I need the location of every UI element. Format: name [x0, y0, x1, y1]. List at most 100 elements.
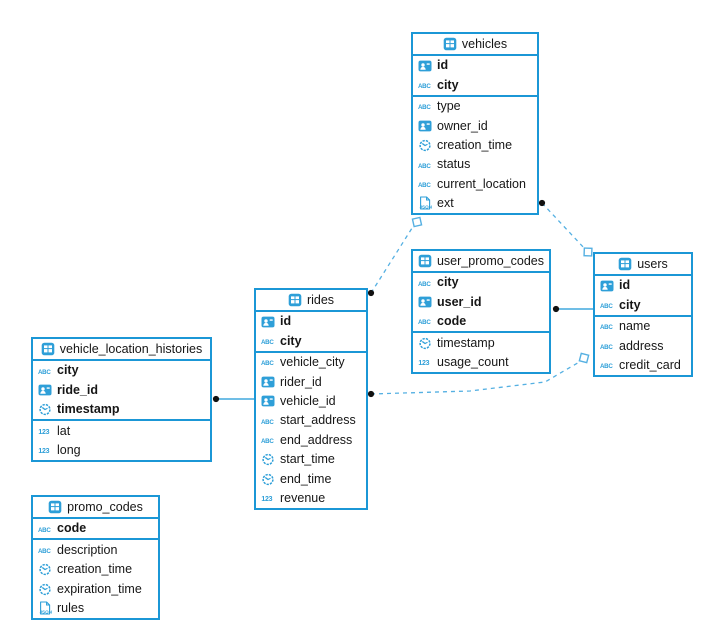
column-row[interactable]: ABC name [595, 317, 691, 336]
abc-text-icon: ABC [418, 78, 432, 92]
column-row[interactable]: expiration_time [33, 579, 158, 598]
column-row[interactable]: id [413, 56, 537, 75]
table-grid-icon [418, 254, 432, 268]
column-name: rider_id [280, 374, 322, 389]
column-name: long [57, 443, 81, 457]
column-name: id [280, 314, 292, 329]
column-name: lat [57, 423, 71, 438]
abc-text-icon: ABC [600, 319, 614, 333]
abc-text-icon: ABC [418, 158, 432, 172]
column-name: timestamp [57, 402, 120, 417]
abc-text-icon: ABC [418, 314, 432, 328]
table-grid-icon [41, 342, 55, 356]
column-row[interactable]: end_time [256, 469, 366, 488]
abc-text-icon: ABC [261, 334, 275, 348]
column-row[interactable]: timestamp [33, 400, 210, 419]
relationship-rides-users[interactable] [370, 360, 582, 395]
table-header[interactable]: vehicles [413, 34, 537, 56]
column-name: expiration_time [57, 581, 142, 596]
table-header[interactable]: user_promo_codes [413, 251, 549, 273]
column-row[interactable]: user_id [413, 292, 549, 311]
number-123-icon: 123 [38, 424, 52, 438]
svg-text:ABC: ABC [600, 324, 613, 331]
relationship-vehicles-users[interactable] [541, 202, 586, 250]
clock-icon [261, 472, 275, 486]
svg-text:ABC: ABC [261, 360, 274, 367]
column-name: start_time [280, 452, 335, 467]
clock-icon [38, 582, 52, 596]
table-grid-icon [48, 500, 62, 514]
column-row[interactable]: 123 lat [33, 421, 210, 440]
abc-text-icon: ABC [261, 414, 275, 428]
column-row[interactable]: timestamp [413, 333, 549, 352]
column-row[interactable]: owner_id [413, 116, 537, 135]
abc-text-icon: ABC [38, 364, 52, 378]
column-name: rules [57, 601, 85, 615]
column-row[interactable]: vehicle_id [256, 392, 366, 411]
column-name: start_address [280, 413, 356, 428]
column-row[interactable]: id [256, 312, 366, 331]
column-row[interactable]: id [595, 276, 691, 295]
column-row[interactable]: creation_time [413, 136, 537, 155]
column-row[interactable]: creation_time [33, 560, 158, 579]
column-name: code [57, 521, 87, 536]
abc-text-icon: ABC [261, 355, 275, 369]
number-123-icon: 123 [418, 355, 432, 369]
column-name: name [619, 319, 651, 334]
table-header[interactable]: promo_codes [33, 497, 158, 519]
clock-icon [38, 562, 52, 576]
column-row[interactable]: ABC start_address [256, 411, 366, 430]
id-badge-icon [261, 315, 275, 329]
abc-text-icon: ABC [600, 358, 614, 372]
column-name: timestamp [437, 335, 495, 350]
relationship-rides-vehicles[interactable] [370, 224, 415, 294]
id-badge-icon [418, 295, 432, 309]
table-header[interactable]: vehicle_location_histories [33, 339, 210, 361]
id-badge-icon [38, 383, 52, 397]
column-row[interactable]: rider_id [256, 372, 366, 391]
table-header[interactable]: users [595, 254, 691, 276]
column-row[interactable]: ride_id [33, 380, 210, 399]
table-title: user_promo_codes [436, 253, 544, 268]
column-name: type [437, 99, 461, 114]
column-name: creation_time [437, 138, 513, 152]
column-name: user_id [437, 294, 482, 309]
column-name: credit_card [619, 358, 681, 372]
column-row[interactable]: start_time [256, 450, 366, 469]
table-header[interactable]: rides [256, 290, 366, 312]
column-name: creation_time [57, 562, 133, 577]
column-row[interactable]: ABC credit_card [595, 356, 691, 375]
